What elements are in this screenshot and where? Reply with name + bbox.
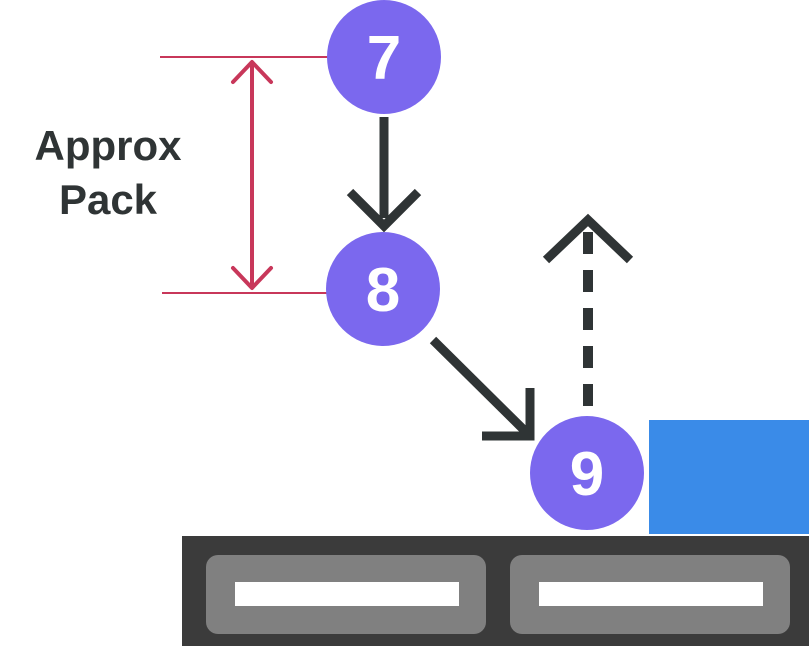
arrowhead-diagonal-icon [482,388,535,441]
slot-left-bar [235,582,459,606]
arrow-8-to-9 [429,336,535,441]
node-8: 8 [326,232,440,346]
blue-block [649,420,809,534]
annotation-arrowhead-up-icon [231,60,273,84]
arrowhead-down-icon [346,188,422,233]
annotation-arrowhead-down-icon [231,266,273,290]
track [182,536,809,646]
annotation-label-line1: Approx [35,122,183,169]
arrow-7-to-8 [346,117,422,233]
approx-pack-annotation: Approx Pack [35,56,328,294]
node-8-label: 8 [366,256,400,325]
annotation-label-line2: Pack [59,176,158,223]
node-7: 7 [327,0,441,114]
arrow-9-up-dashed [542,213,634,406]
node-9: 9 [530,416,644,530]
node-9-label: 9 [570,440,604,509]
node-7-label: 7 [367,24,401,93]
slot-right-bar [539,582,763,606]
arrowhead-up-icon [542,213,634,264]
